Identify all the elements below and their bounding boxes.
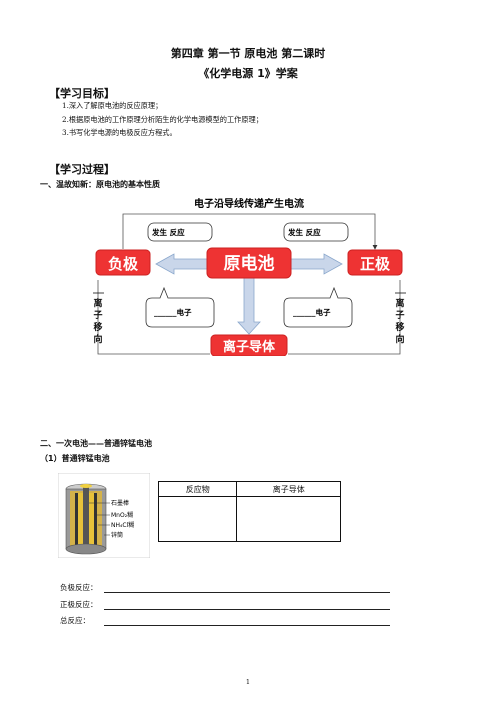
table-cell-ion-conductor[interactable] [236,496,341,542]
right-ion-label: 离 子 移 向 [395,292,406,345]
table-header-ion-conductor: 离子导体 [236,481,341,497]
left-ion-label: 离 子 移 向 [93,292,104,345]
part2-heading: 二、一次电池——普通锌锰电池 [40,439,152,448]
right-reaction-label: 发生 反应 [287,227,321,237]
total-reaction-line[interactable] [104,625,390,626]
negative-label: 负极 [108,255,139,273]
page-subtitle: 《化学电源 1》学案 [198,67,298,80]
vertical-arrow [237,277,261,335]
negative-reaction-label: 负极反应： [60,583,98,592]
svg-text:离: 离 [395,297,404,309]
left-reaction-label: 发生 反应 [151,227,185,237]
goal-item-2: 2.根据原电池的工作原理分析陌生的化学电源模型的工作原理； [62,115,263,124]
goals-heading: 【学习目标】 [49,87,115,100]
center-label: 原电池 [224,253,275,274]
positive-reaction-row[interactable]: 正极反应： [60,599,390,611]
svg-text:向: 向 [93,333,102,345]
svg-text:离: 离 [93,297,102,309]
right-electron-box [283,286,353,328]
svg-text:移: 移 [93,321,102,333]
positive-box [347,249,403,276]
svg-text:子: 子 [93,310,102,321]
ion-conductor-box [210,334,288,356]
left-reaction-box [147,222,213,242]
svg-text:移: 移 [395,321,404,333]
electron-flow-line [122,213,378,250]
positive-label: 正极 [360,255,391,273]
negative-reaction-row[interactable]: 负极反应： [60,582,390,594]
page-title: 第四章 第一节 原电池 第二课时 [170,47,326,60]
center-box [206,247,292,279]
svg-text:子: 子 [395,310,404,321]
ion-route-left [97,280,210,355]
electron-flow-label: 电子沿导线传递产生电流 [194,197,304,210]
part1-heading: 一、温故知新：原电池的基本性质 [40,180,160,189]
table-cell-reactant[interactable] [157,496,238,542]
total-reaction-label: 总反应： [60,616,90,625]
positive-reaction-line[interactable] [104,609,390,610]
page-number: 1 [245,678,251,686]
part2-subheading: （1）普通锌锰电池 [40,454,110,463]
zinc-manganese-battery-illustration: 石墨棒 MnO₂糊 NH₄Cl糊 锌筒 [58,473,150,558]
negative-reaction-line[interactable] [104,592,390,593]
ion-route-right [288,280,401,355]
goal-item-1: 1.深入了解原电池的反应原理； [62,101,163,110]
left-electron-box [145,286,215,328]
battery-principle-diagram: 电子沿导线传递产生电流 原电池 负极 正极 离子导体 发生 反应 发生 反应 _… [93,197,406,356]
positive-reaction-label: 正极反应： [60,600,98,609]
table-header-reactant: 反应物 [157,481,238,497]
total-reaction-row[interactable]: 总反应： [60,615,390,627]
right-electron-label: ______电子 [293,307,331,317]
battery-label-mno2: MnO₂糊 [111,511,133,519]
process-heading: 【学习过程】 [49,163,115,176]
left-electron-label: ______电子 [154,307,192,317]
goal-item-3: 3.书写化学电源的电极反应方程式。 [62,128,177,137]
battery-label-zinc: 锌筒 [111,531,123,539]
right-reaction-box [283,222,349,242]
ion-conductor-label: 离子导体 [223,339,276,355]
battery-label-graphite: 石墨棒 [111,499,129,507]
battery-label-nh4cl: NH₄Cl糊 [111,521,134,529]
negative-box [95,249,151,276]
svg-text:向: 向 [395,333,404,345]
reaction-table: 反应物 离子导体 [157,481,341,542]
